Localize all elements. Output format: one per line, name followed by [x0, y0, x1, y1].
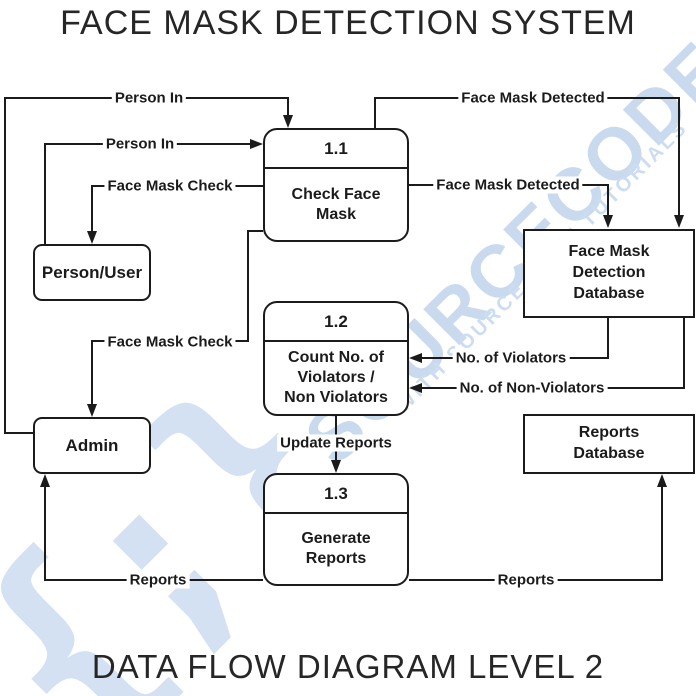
process-label: Generate Reports	[301, 530, 371, 567]
arrowhead	[409, 353, 422, 363]
edge-label-face-mask-check-2: Face Mask Check	[104, 333, 236, 351]
edge-label-no-of-violators: No. of Violators	[452, 349, 570, 367]
edge-face-mask-check-2	[91, 230, 263, 405]
edge-person-in-inner	[44, 143, 251, 244]
process-number: 1.2	[265, 303, 407, 342]
entity-label: Person/User	[41, 262, 143, 282]
edge-label-face-mask-check-1: Face Mask Check	[104, 177, 236, 195]
store-face-mask-detection-database: Face Mask Detection Database	[523, 229, 695, 318]
process-generate-reports: 1.3 Generate Reports	[263, 473, 409, 586]
arrowhead	[87, 404, 97, 417]
edge-label-reports-left: Reports	[126, 571, 190, 589]
process-check-face-mask: 1.1 Check Face Mask	[263, 128, 409, 242]
edge-label-person-in-outer: Person In	[111, 89, 187, 107]
arrowhead	[331, 460, 341, 473]
edge-label-no-of-non-violators: No. of Non-Violators	[456, 379, 608, 397]
edge-label-update-reports: Update Reports	[277, 434, 395, 452]
diagram-title: FACE MASK DETECTION SYSTEM	[60, 4, 636, 42]
process-label: Check Face Mask	[291, 185, 381, 223]
arrowhead	[409, 383, 422, 393]
arrowhead	[40, 474, 50, 487]
arrowhead	[87, 231, 97, 244]
arrowhead	[283, 115, 293, 128]
edge-label-face-mask-detected-mid: Face Mask Detected	[433, 176, 583, 194]
store-reports-database: Reports Database	[523, 414, 695, 474]
arrowhead	[657, 474, 667, 487]
edge-face-mask-detected-top	[374, 97, 680, 216]
edge-label-face-mask-detected-top: Face Mask Detected	[458, 89, 608, 107]
edge-person-in-outer	[4, 97, 289, 434]
arrowhead	[674, 215, 684, 228]
edge-label-reports-right: Reports	[494, 571, 558, 589]
edge-reports-right	[409, 486, 663, 581]
store-label: Reports Database	[573, 424, 645, 462]
arrowhead	[603, 215, 613, 228]
store-label: Face Mask Detection Database	[568, 243, 650, 302]
edge-label-person-in-inner: Person In	[102, 135, 178, 153]
entity-person-user: Person/User	[33, 244, 151, 301]
entity-label: Admin	[65, 435, 119, 455]
arrowhead	[250, 139, 263, 149]
diagram-subtitle: DATA FLOW DIAGRAM LEVEL 2	[91, 648, 605, 685]
edge-reports-left	[44, 486, 263, 581]
entity-admin: Admin	[33, 417, 151, 474]
process-count-violators: 1.2 Count No. of Violators / Non Violato…	[263, 301, 409, 416]
process-number: 1.3	[265, 475, 407, 514]
process-number: 1.1	[265, 130, 407, 169]
process-label: Count No. of Violators / Non Violators	[284, 349, 388, 406]
